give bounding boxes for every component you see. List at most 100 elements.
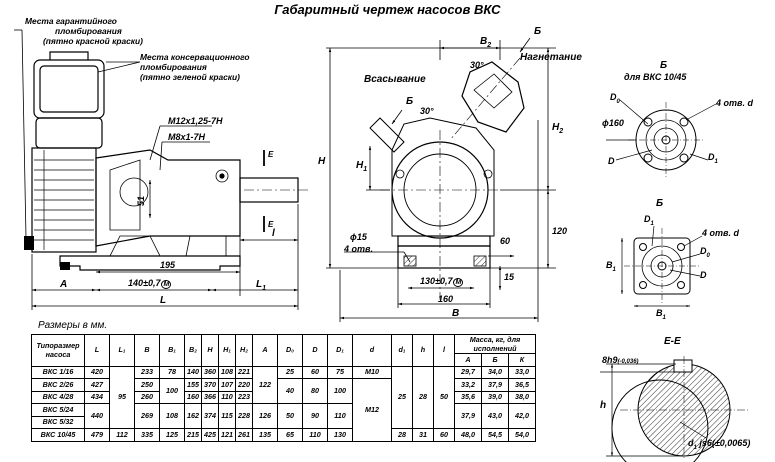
view-b2-D0-main: D xyxy=(700,246,707,256)
cell-merged: 50 xyxy=(277,403,303,429)
section-ee-key-main: 8h9 xyxy=(602,355,618,365)
table-header-row: Типоразмер насоса L L₁ B B₁ B₂ H H₁ H₂ A… xyxy=(31,334,536,367)
dim-120: 120 xyxy=(552,226,568,236)
header-col: D₁ xyxy=(327,334,353,367)
cell: 420 xyxy=(84,365,110,379)
cell: 37,9 xyxy=(481,378,509,392)
cell-merged: 90 xyxy=(302,403,328,429)
cell-merged: 37,9 xyxy=(454,403,482,429)
header-col: D₀ xyxy=(277,334,303,367)
header-col: h xyxy=(412,334,434,367)
header-col: D xyxy=(302,334,328,367)
view-b1-D0-sub: 0 xyxy=(616,98,620,105)
cell: 215 xyxy=(184,428,202,442)
label-L1-main: L xyxy=(256,279,263,290)
view-b2-B1-bottom-sub: 1 xyxy=(662,314,666,321)
arrow-b-left-label: Б xyxy=(406,96,414,107)
discharge-elbow xyxy=(461,61,525,133)
cell: 360 xyxy=(201,365,219,379)
cell: 479 xyxy=(84,428,110,442)
header-mass-col: К xyxy=(508,353,536,367)
label-discharge: Нагнетание xyxy=(520,52,582,63)
header-col: B₁ xyxy=(159,334,185,367)
label-B: B xyxy=(452,308,460,319)
view-b2-D1-main: D xyxy=(644,214,651,224)
cell: 25 xyxy=(277,365,303,379)
note-red-line2: пломбирования xyxy=(55,26,122,36)
table-caption: Размеры в мм. xyxy=(38,320,108,331)
cell: 60 xyxy=(433,428,455,442)
view-b-round-flange xyxy=(628,102,704,178)
cell: 38,0 xyxy=(508,390,536,404)
note-green-seal: Места консервационного пломбирования (пя… xyxy=(140,52,250,82)
label-H2: H2 xyxy=(552,122,563,135)
cell: 78 xyxy=(159,365,185,379)
label-H1-main: H xyxy=(356,160,364,171)
label-L1-sub: 1 xyxy=(262,285,267,292)
section-ee-shaft: d1 js6(±0,0065) xyxy=(688,438,750,451)
header-mass: Масса, кг, для исполнений xyxy=(454,334,536,354)
front-view-dimensions xyxy=(326,37,556,322)
table-row: ВКС 1/16 420 95 233 78 140 360 108 221 1… xyxy=(31,365,536,429)
table-row: ВКС 2/26 427 250 100 155 370 107 220 40 … xyxy=(31,378,536,442)
base-frame xyxy=(59,255,241,271)
view-b1-D1-sub: 1 xyxy=(714,158,718,165)
table-row: ВКС 10/45 479 112 335 125 215 425 121 26… xyxy=(31,428,536,442)
view-b2-B1-bottom-main: B xyxy=(656,308,663,318)
label-H2-main: H xyxy=(552,122,560,133)
cell-model: ВКС 4/28 xyxy=(31,390,85,404)
cell: 54,5 xyxy=(481,428,509,442)
cell: 28 xyxy=(391,428,413,442)
cell-model: ВКС 10/45 xyxy=(31,428,85,442)
cell: 65 xyxy=(277,428,303,442)
cell: 425 xyxy=(201,428,219,442)
dim-130-value: 130±0,7 xyxy=(420,276,453,286)
label-H1-sub: 1 xyxy=(363,166,368,173)
section-ee-title: Е-Е xyxy=(664,336,681,347)
label-L1: L1 xyxy=(256,279,266,292)
cell: 261 xyxy=(235,428,253,442)
cell: 160 xyxy=(184,390,202,404)
dim-phi15: ϕ15 xyxy=(350,232,367,242)
cell: 121 xyxy=(218,428,236,442)
cell: 108 xyxy=(218,365,236,379)
view-b2-title: Б xyxy=(656,198,664,209)
view-b2-D0-sub: 0 xyxy=(706,252,710,259)
cell: 370 xyxy=(201,378,219,392)
cell: 366 xyxy=(201,390,219,404)
cell: 110 xyxy=(302,428,328,442)
view-b1-D1: D1 xyxy=(708,152,718,165)
view-b1-D0-main: D xyxy=(610,92,617,102)
cell: 220 xyxy=(235,378,253,392)
cell-merged: 42,0 xyxy=(508,403,536,429)
note-red-seal: Места гарантийного пломбирования (пятно … xyxy=(25,16,143,46)
cell: 260 xyxy=(134,390,160,404)
label-L: L xyxy=(160,295,167,306)
cell-merged: 108 xyxy=(159,403,185,429)
cell: 335 xyxy=(134,428,160,442)
cell: 75 xyxy=(327,365,353,379)
header-mass-col: Б xyxy=(481,353,509,367)
label-H1: H1 xyxy=(356,160,367,173)
cell: 155 xyxy=(184,378,202,392)
motor-top-cap xyxy=(33,59,105,119)
view-b2-B1-left-sub: 1 xyxy=(612,266,616,273)
drawing-title: Габаритный чертеж насосов ВКС xyxy=(274,2,501,17)
view-b1-title: Б xyxy=(660,60,668,71)
cell: 35,6 xyxy=(454,390,482,404)
dim-60: 60 xyxy=(500,236,511,246)
cell: 60 xyxy=(302,365,328,379)
pump-casing xyxy=(95,149,241,247)
note-red-line1: Места гарантийного xyxy=(25,16,117,26)
cell-merged: 374 xyxy=(201,403,219,429)
dim-4-holes: 4 отв. xyxy=(344,244,373,254)
view-b-round-leaders xyxy=(606,99,717,161)
thread-label-1: М12х1,25-7Н xyxy=(168,116,223,126)
table-row: ВКС 5/24 440 269 108 162 374 115 228 126… xyxy=(31,403,536,429)
cell: 125 xyxy=(159,428,185,442)
cell-model: ВКС 5/24 xyxy=(31,403,85,417)
label-B2: B2 xyxy=(480,36,491,49)
section-ee-key: 8h9(-0,036) xyxy=(602,355,639,365)
